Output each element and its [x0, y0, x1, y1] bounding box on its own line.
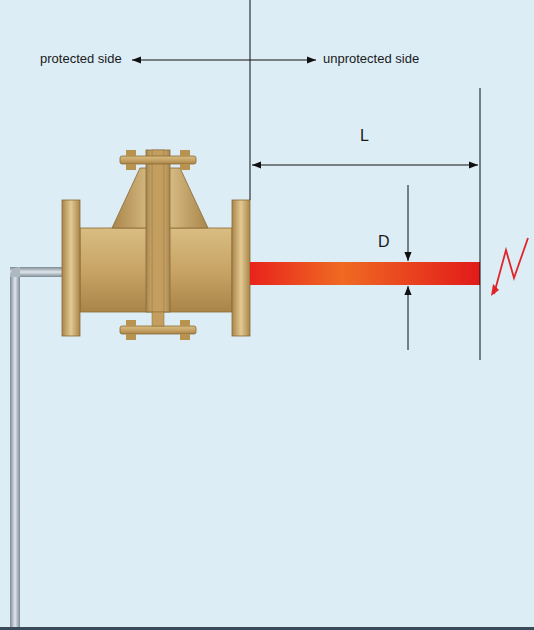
dimension-label: D	[378, 232, 390, 251]
side-label: unprotected side	[323, 51, 419, 67]
side-label: protected side	[40, 51, 122, 67]
dimension-label: L	[360, 126, 369, 145]
